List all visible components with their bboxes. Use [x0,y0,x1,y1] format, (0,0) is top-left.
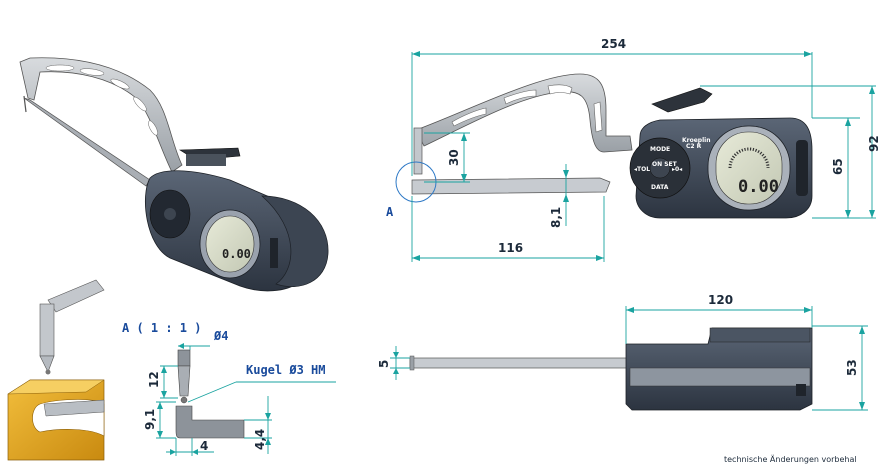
dim-jaw-thickness: 8,1 [549,207,563,228]
zero-button-label[interactable]: ▸0◂ [672,166,682,173]
dim-jaw-depth: 116 [498,241,523,255]
dim-jaw-opening: 30 [447,149,461,166]
closeup-illustration [7,279,105,461]
dim-top-height: 53 [845,359,859,376]
dim-body-height: 65 [831,158,845,175]
brand-label: Kroeplin [682,137,710,144]
detail-a-view: A ( 1 : 1 ) Ø4 Kugel Ø3 HM 12 9,1 [122,321,336,456]
footer-note: technische Änderungen vorbehal [724,454,857,464]
dim-overall-length: 254 [601,37,626,51]
iso-display-value: 0.00 [222,247,251,261]
detail-dim-4: 4 [200,439,208,453]
detail-dim-12: 12 [147,371,161,388]
top-view [409,327,813,411]
detail-dim-9-1: 9,1 [143,409,157,430]
display-value: 0.00 [738,177,779,197]
dim-top-length: 120 [708,293,733,307]
detail-dim-4-4: 4,4 [253,429,267,450]
detail-diameter: Ø4 [213,329,228,343]
isometric-gauge-view: 0.00 [19,57,329,292]
onset-button-label[interactable]: ON SET [652,161,678,168]
dim-rod-thickness: 5 [377,360,391,368]
detail-ball-label: Kugel Ø3 HM [246,363,325,377]
detail-title: A ( 1 : 1 ) [122,321,201,335]
side-view: MODE DATA ◂TOL ▸0◂ ON SET Kroeplin C2 R … [386,73,813,219]
model-label: C2 R [686,143,702,150]
data-button-label[interactable]: DATA [651,184,669,191]
mode-button-label[interactable]: MODE [650,146,670,153]
dim-total-height: 92 [867,135,879,152]
tol-button-label[interactable]: ◂TOL [634,166,650,173]
top-view-dimensions: 120 53 5 [377,293,868,411]
side-view-dimensions: 254 116 30 8,1 65 92 [411,37,879,262]
detail-marker-a: A [386,205,394,219]
